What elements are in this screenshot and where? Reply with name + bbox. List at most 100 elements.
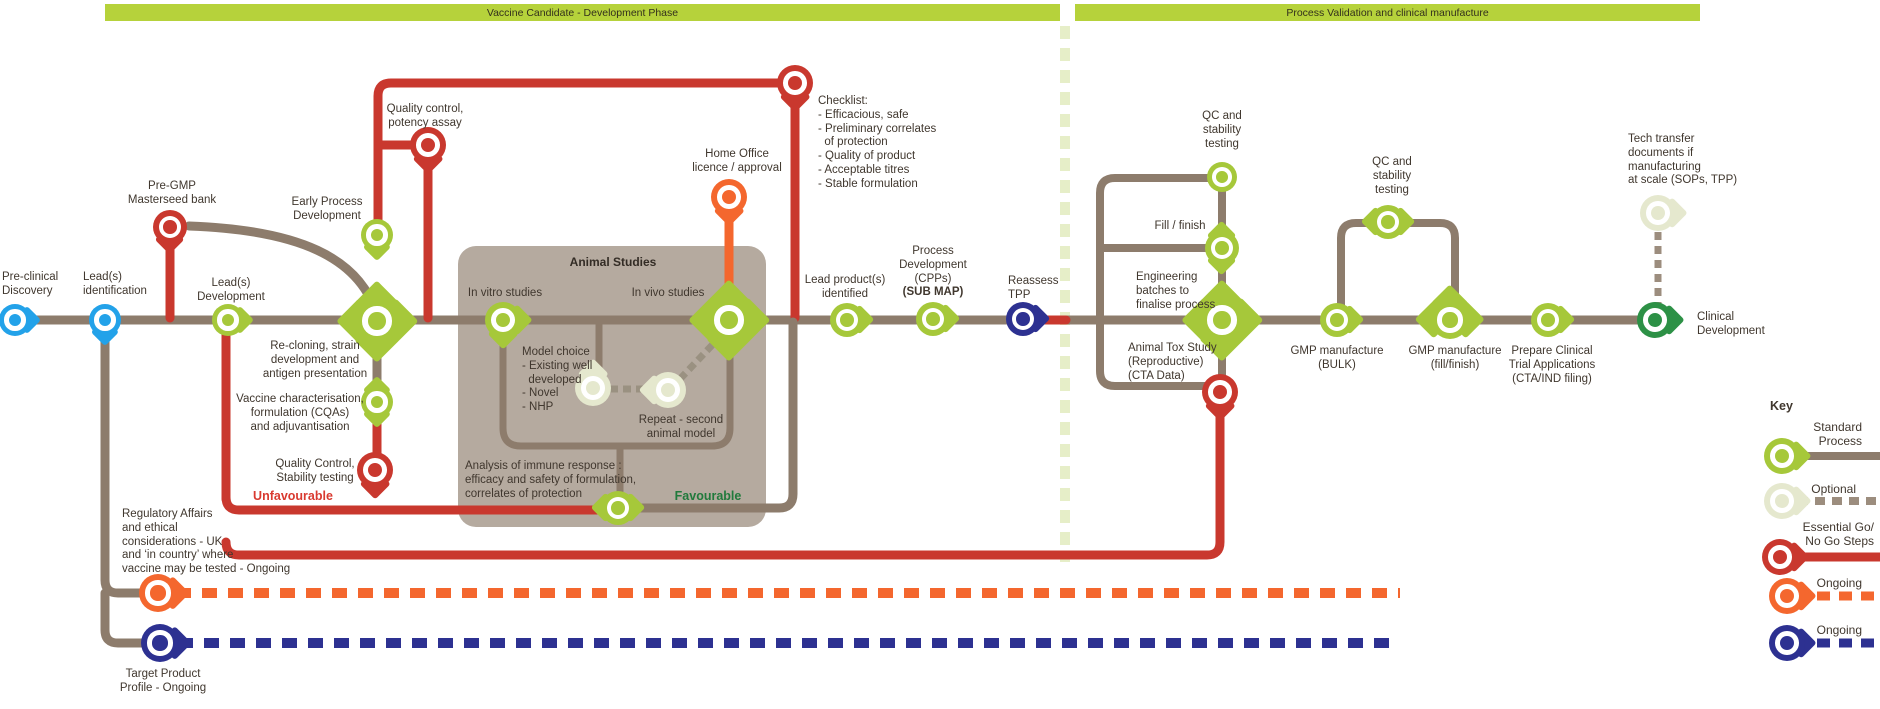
- clinical-development-node-disc: [1637, 302, 1673, 338]
- process-development-label-line-3: (SUB MAP): [902, 286, 964, 299]
- quality-control-stability-label-line-0: Quality Control,: [275, 458, 355, 470]
- prepare-cta-node-core: [1541, 313, 1555, 327]
- quality-control-potency-label: Quality control,potency assay: [387, 103, 464, 131]
- regulatory-affairs-label-line-3: and ‘in country’ where: [122, 549, 234, 562]
- animal-tox-study-label: Animal Tox Study(Reproductive)(CTA Data): [1128, 342, 1217, 383]
- phase-bar-validation-title: Process Validation and clinical manufact…: [1286, 6, 1489, 19]
- gmp-manufacture-bulk-label: GMP manufacture(BULK): [1290, 345, 1383, 373]
- gmp-manufacture-fill-finish-label-line-0: GMP manufacture: [1408, 345, 1502, 357]
- vaccine-characterisation-node: [361, 375, 393, 429]
- leads-identification-node: [89, 304, 121, 347]
- animal-tox-study-node-core: [1212, 384, 1228, 400]
- home-office-node: [711, 179, 747, 227]
- animal-tox-loop-below: [1096, 318, 1216, 390]
- model-choice-node-disc: [575, 370, 611, 406]
- home-office-label-line-0: Home Office: [705, 148, 769, 160]
- in-vivo-studies-node-disc: [707, 298, 751, 342]
- quality-control-stability-label: Quality Control,Stability testing: [275, 458, 354, 486]
- lead-product-identified-node-disc: [830, 303, 864, 337]
- early-process-development-label-line-0: Early Process: [291, 196, 363, 208]
- tech-transfer-node-core: [1650, 205, 1666, 221]
- reassess-tpp-node-core: [1016, 312, 1030, 326]
- qc-stability-testing-label-1-line-0: QC and: [1202, 110, 1242, 122]
- pre-gmp-masterseed-label-line-0: Pre-GMP: [148, 180, 196, 192]
- lead-product-identified-label: Lead product(s)identified: [805, 274, 886, 302]
- analysis-immune-response-node: [590, 491, 646, 525]
- key-ongoing-navy-node-ring: [1775, 631, 1799, 655]
- regulatory-ongoing-node-core: [150, 585, 166, 601]
- process-development-node-ring: [921, 307, 945, 331]
- vaccine-characterisation-node-ring: [366, 391, 388, 413]
- early-process-development-node: [361, 219, 393, 262]
- leads-identification-node-ring: [94, 309, 116, 331]
- target-product-profile-node-core: [152, 635, 168, 651]
- tech-transfer-label-line-1: documents if: [1628, 146, 1694, 159]
- leads-identification-node-disc: [89, 304, 121, 336]
- early-process-development-node-ring: [366, 224, 388, 246]
- key-ongoing-navy-node-disc: [1769, 625, 1805, 661]
- unfavourable-label: Unfavourable: [253, 489, 333, 504]
- process-development-node: [916, 302, 961, 336]
- pre-gmp-masterseed-label-line-1: Masterseed bank: [127, 193, 217, 206]
- re-cloning-label-line-2: antigen presentation: [262, 367, 368, 380]
- gmp-manufacture-bulk-label-line-0: GMP manufacture: [1290, 345, 1384, 357]
- pre-gmp-masterseed-node-core: [163, 220, 177, 234]
- pre-clinical-discovery-node-disc: [0, 304, 31, 336]
- checklist-label-line-0: Checklist:: [818, 95, 868, 107]
- pre-gmp-masterseed-node: [153, 210, 187, 255]
- quality-control-potency-node-ring: [416, 133, 440, 157]
- tech-transfer-node-ring: [1646, 201, 1670, 225]
- key-ongoing-orange-label-line-0: Ongoing: [1816, 576, 1862, 590]
- re-cloning-node-ring: [362, 306, 392, 336]
- checklist-label-line-2: - Preliminary correlates: [818, 122, 937, 135]
- leads-identification-label-line-0: Lead(s): [83, 271, 122, 283]
- key-standard-process-label-line-0: Standard: [1813, 420, 1862, 434]
- quality-control-stability-label-line-1: Stability testing: [276, 471, 354, 484]
- model-choice-label-line-3: - Novel: [522, 387, 559, 400]
- checklist-label-line-5: - Acceptable titres: [818, 163, 910, 176]
- fill-finish-node: [1205, 220, 1239, 276]
- key-standard-process-node-ring: [1770, 444, 1794, 468]
- key-standard-process-node: [1764, 438, 1812, 474]
- gmp-manufacture-bulk-label-line-1: (BULK): [1318, 358, 1356, 371]
- checklist-label-line-3: of protection: [818, 136, 888, 149]
- leads-development-node-core: [221, 313, 235, 327]
- lead-product-identified-node-ring: [835, 308, 859, 332]
- in-vitro-studies-label: In vitro studies: [468, 287, 542, 301]
- gmp-manufacture-fill-finish-node-disc: [1431, 301, 1469, 339]
- vaccine-characterisation-label-line-1: formulation (CQAs): [250, 406, 350, 419]
- re-cloning-node-disc: [355, 299, 399, 343]
- key-title-line-0: Key: [1770, 399, 1793, 413]
- quality-control-stability-node-ring: [363, 458, 387, 482]
- vaccine-characterisation-label-line-0: Vaccine characterisation,: [236, 393, 364, 405]
- repeat-animal-model-label-line-1: animal model: [646, 427, 716, 440]
- quality-control-potency-node: [410, 127, 446, 175]
- analysis-immune-response-label-line-0: Analysis of immune response :: [465, 460, 622, 472]
- early-process-development-node-core: [370, 228, 384, 242]
- checklist-node-disc: [777, 65, 813, 101]
- home-office-node-disc: [711, 179, 747, 215]
- regulatory-affairs-label-line-0: Regulatory Affairs: [122, 508, 213, 520]
- checklist-up-and-across: [373, 78, 798, 233]
- gmp-manufacture-fill-finish-label: GMP manufacture(fill/finish): [1408, 345, 1501, 373]
- engineering-batches-label-line-0: Engineering: [1136, 271, 1198, 283]
- target-product-profile-node: [141, 624, 192, 662]
- lead-product-identified-label-line-0: Lead product(s): [804, 274, 886, 286]
- qc-loop-left-up: [1096, 174, 1220, 322]
- animal-tox-study-node: [1202, 374, 1238, 422]
- key-standard-process-node-disc: [1764, 438, 1800, 474]
- leads-identification-label-line-1: identification: [83, 284, 147, 297]
- favourable-label: Favourable: [675, 489, 742, 504]
- clinical-development-label-line-0: Clinical: [1697, 311, 1735, 323]
- process-development-label-line-1: Development: [899, 258, 967, 271]
- re-cloning-label-line-0: Re-cloning, strain: [270, 340, 360, 352]
- quality-control-stability-node: [357, 452, 393, 500]
- in-vitro-studies-node: [485, 302, 533, 350]
- regulatory-ongoing-node-disc: [139, 574, 177, 612]
- qc-stability-testing-label-2-line-2: testing: [1375, 183, 1409, 196]
